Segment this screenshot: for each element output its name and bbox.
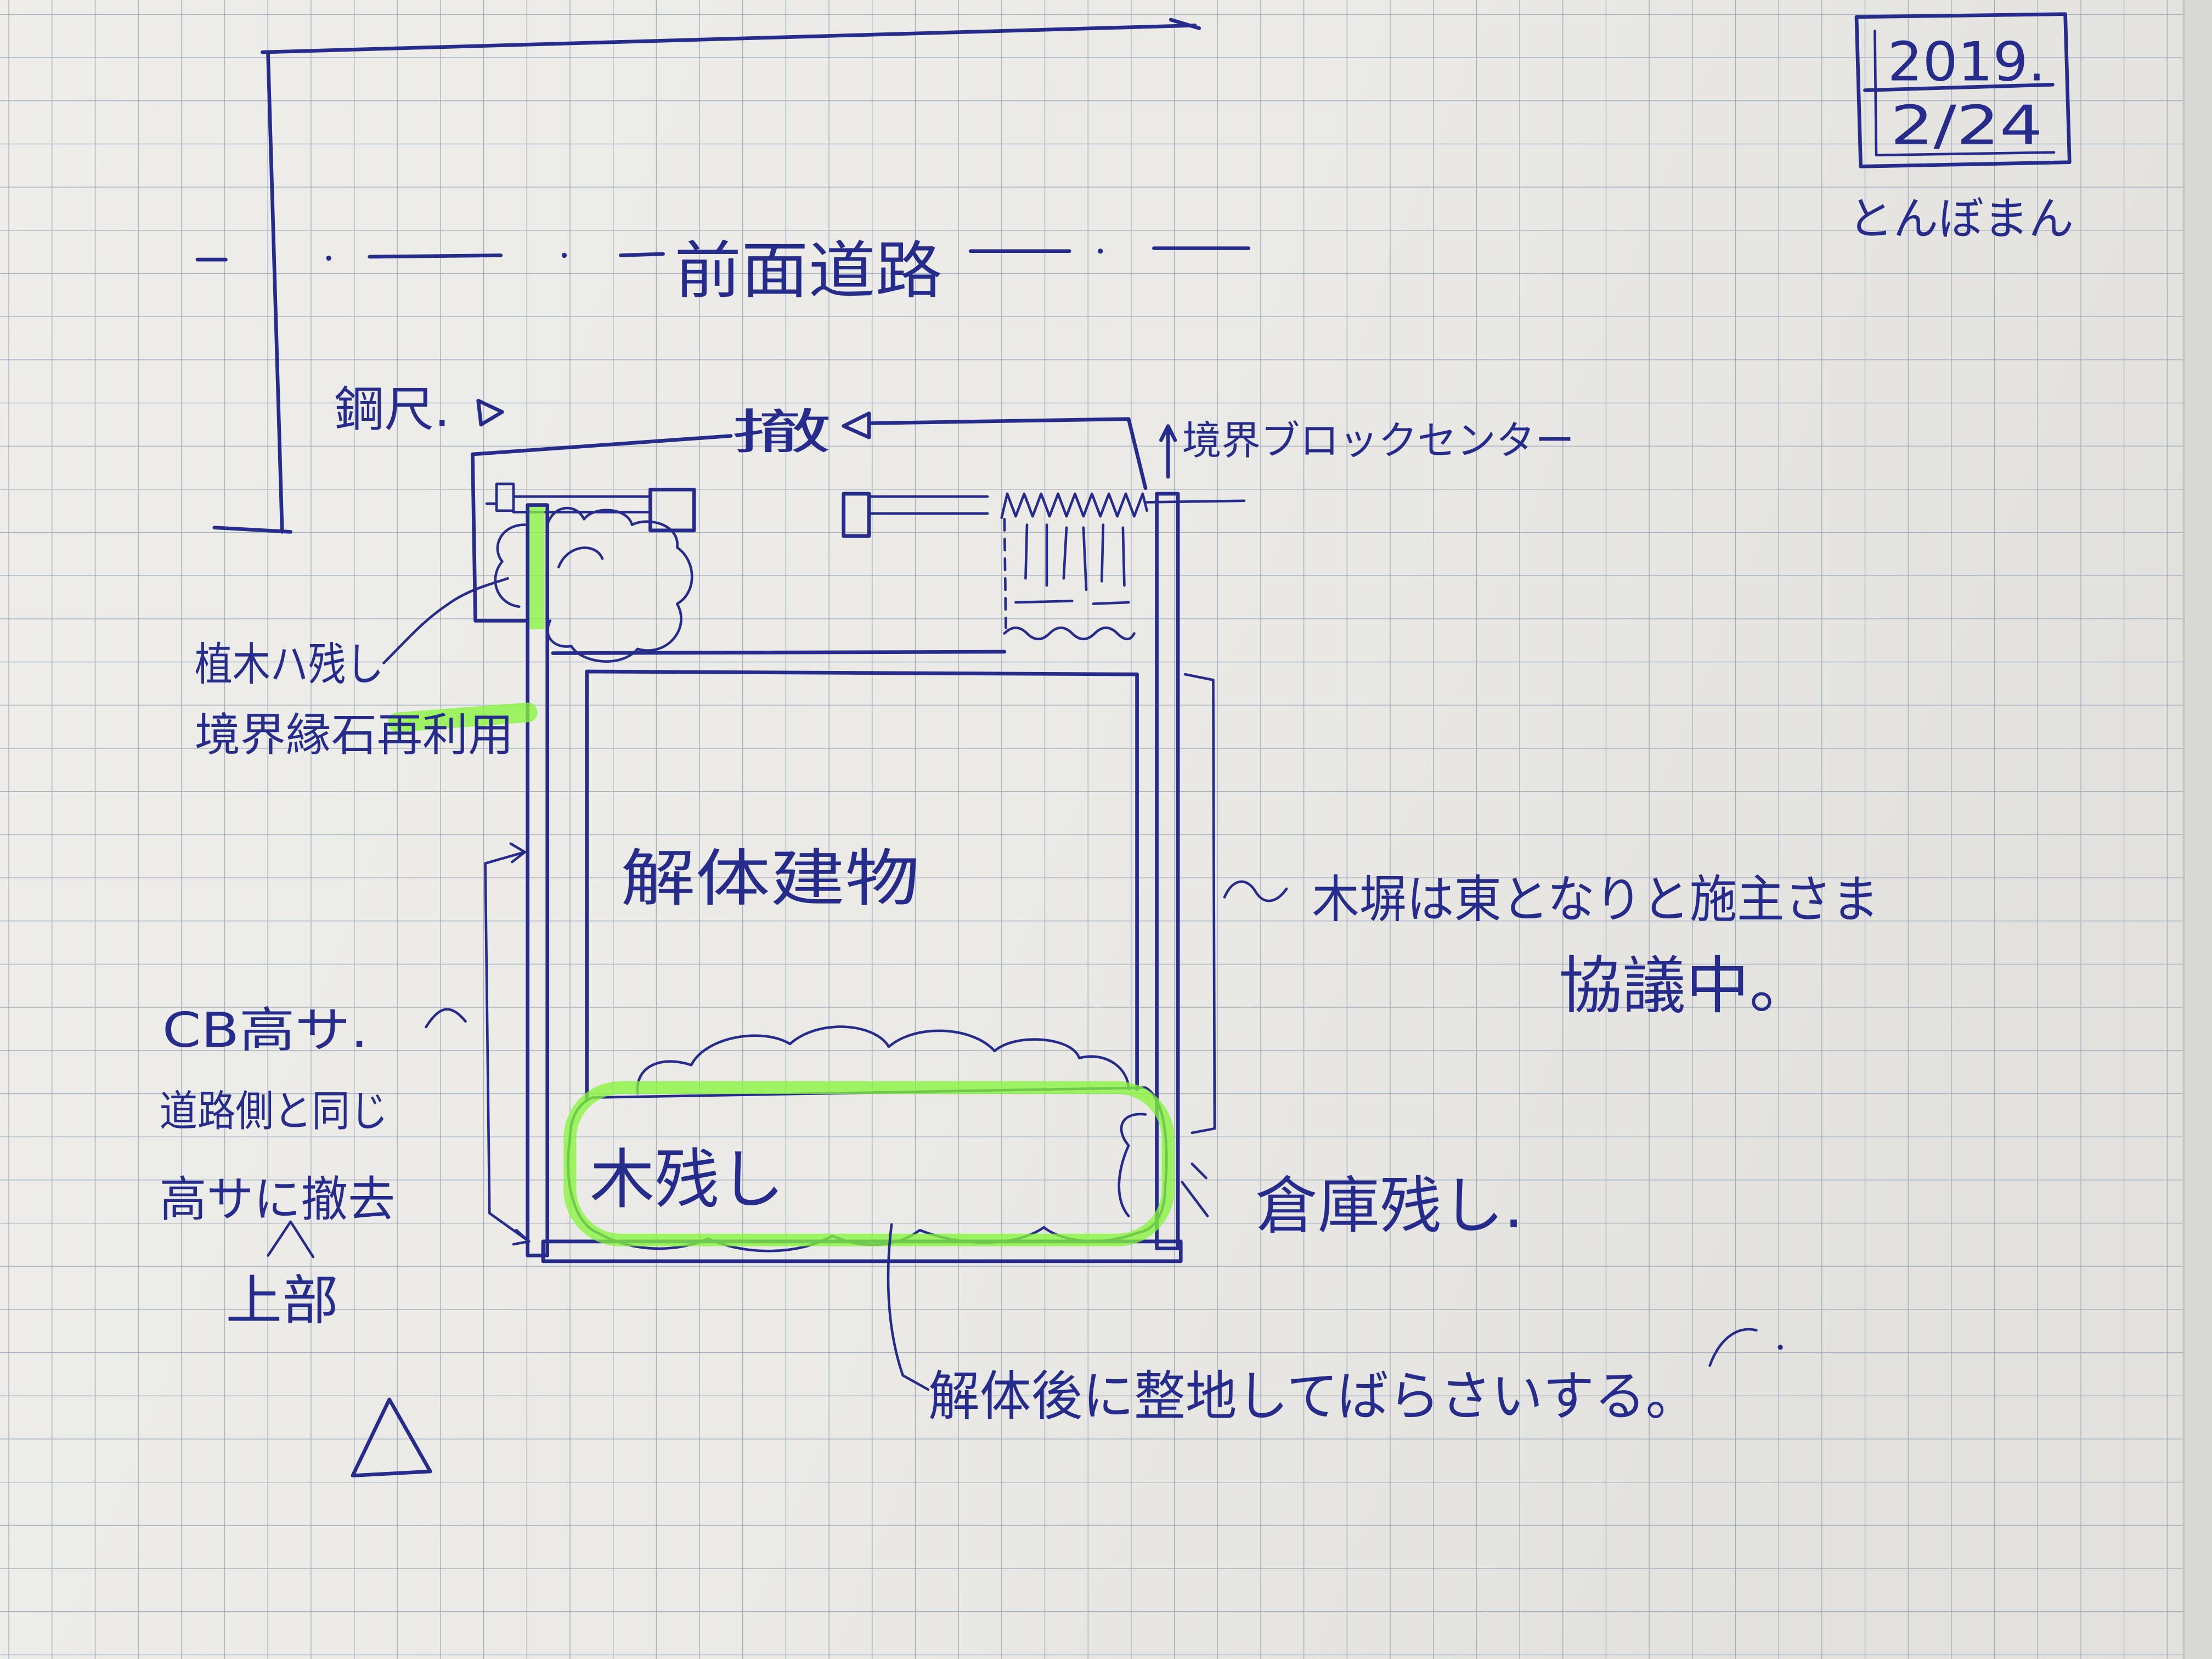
keep-trees-leader — [382, 577, 510, 664]
front-road-label: 前面道路 — [674, 234, 943, 307]
insert-caret-icon — [267, 1220, 315, 1259]
road-dash — [368, 253, 503, 259]
gate-post — [842, 492, 871, 538]
bottom-note: 解体後に整地してばらさいする。 — [928, 1365, 1697, 1428]
upper-part-label: 上部 — [225, 1269, 338, 1332]
storage-shed-marks — [1181, 1163, 1209, 1217]
top-dimension-tick — [1169, 18, 1201, 30]
fence-rail — [867, 495, 989, 515]
road-dash — [619, 252, 665, 257]
date-divider — [1863, 82, 2055, 92]
right-note-tilde — [1223, 880, 1288, 902]
removal-range-line-left — [471, 434, 733, 623]
building-label: 解体建物 — [620, 843, 919, 915]
fence-note-line2: 協議中。 — [1559, 950, 1813, 1022]
road-center-line — [195, 246, 1251, 262]
wooden-fence-zigzag — [1000, 492, 1148, 520]
signature: とんぼまん — [1848, 193, 2074, 245]
triangle-mark-icon — [351, 1397, 432, 1478]
removal-range-line-right — [870, 417, 1148, 490]
date-year: 2019. — [1888, 31, 2046, 94]
boundary-block-arrow-icon — [1159, 424, 1177, 479]
removal-label: 撤 — [731, 404, 832, 460]
date-box-outer — [1854, 12, 2072, 168]
keep-trees-rear-label: 木残し — [590, 1142, 785, 1217]
front-fence — [485, 482, 1246, 641]
hedge-dashed-edge — [1003, 517, 1007, 629]
tree-cloud-outer — [494, 523, 526, 608]
cb-height-label: CB高サ. — [162, 1002, 368, 1058]
date-box: 2019. 2/24 — [1854, 12, 2072, 168]
fence-note-line1: 木塀は東となりと施主さま — [1312, 870, 1879, 929]
storage-shed — [1118, 1113, 1147, 1217]
cb-note-tilde — [425, 1008, 467, 1029]
top-dimension-line — [260, 23, 1197, 54]
date-day: 2/24 — [1891, 94, 2043, 157]
keep-trees-label: 植木ハ残し — [195, 639, 384, 691]
road-dot — [326, 255, 331, 261]
rear-tree-cloud — [636, 1025, 1130, 1095]
bottom-note-leader — [887, 1223, 930, 1391]
cb-bracket-arrow-icon — [509, 842, 531, 1246]
bottom-note-hook — [1708, 1328, 1758, 1367]
bottom-note-dot — [1778, 1345, 1783, 1350]
same-as-road-label: 道路側と同じ — [160, 1087, 388, 1136]
remove-to-height-label: 高サに撤去 — [160, 1172, 395, 1228]
date-box-inner — [1874, 30, 2056, 157]
reuse-curb-label: 境界縁石再利用 — [195, 709, 514, 761]
left-boundary-wall — [526, 503, 550, 1257]
tree-cloud — [546, 506, 693, 663]
reuse-curb-highlight — [388, 702, 538, 732]
keep-area-highlight — [563, 1081, 1175, 1246]
demolition-building — [585, 669, 1139, 1103]
boundary-block-label: 境界ブロックセンター — [1182, 417, 1575, 464]
next-sheet-edge — [2183, 0, 2212, 1659]
front-trees — [494, 506, 693, 663]
hedge-wave-line — [1003, 626, 1136, 641]
left-marker-triangle-icon — [476, 398, 504, 427]
road-dot — [1098, 249, 1103, 254]
road-dot — [561, 252, 567, 258]
cb-wall-bracket — [484, 850, 531, 1243]
keep-shed-label: 倉庫残し. — [1256, 1170, 1524, 1242]
left-dimension-line — [266, 52, 284, 534]
removal-arrow-icon — [842, 411, 871, 439]
left-marker-label: 鋼尺. — [334, 382, 450, 438]
dimension-lines — [212, 18, 1201, 534]
right-fence-bracket — [1183, 673, 1216, 1135]
front-fence-line — [1146, 499, 1246, 504]
left-wall-highlight — [529, 505, 545, 629]
yard-line — [551, 650, 1007, 655]
right-boundary-wall — [1155, 492, 1180, 1251]
tree-cloud-inner — [557, 546, 604, 569]
left-dimension-tick — [212, 526, 293, 534]
hedge-hatching — [1014, 523, 1130, 605]
